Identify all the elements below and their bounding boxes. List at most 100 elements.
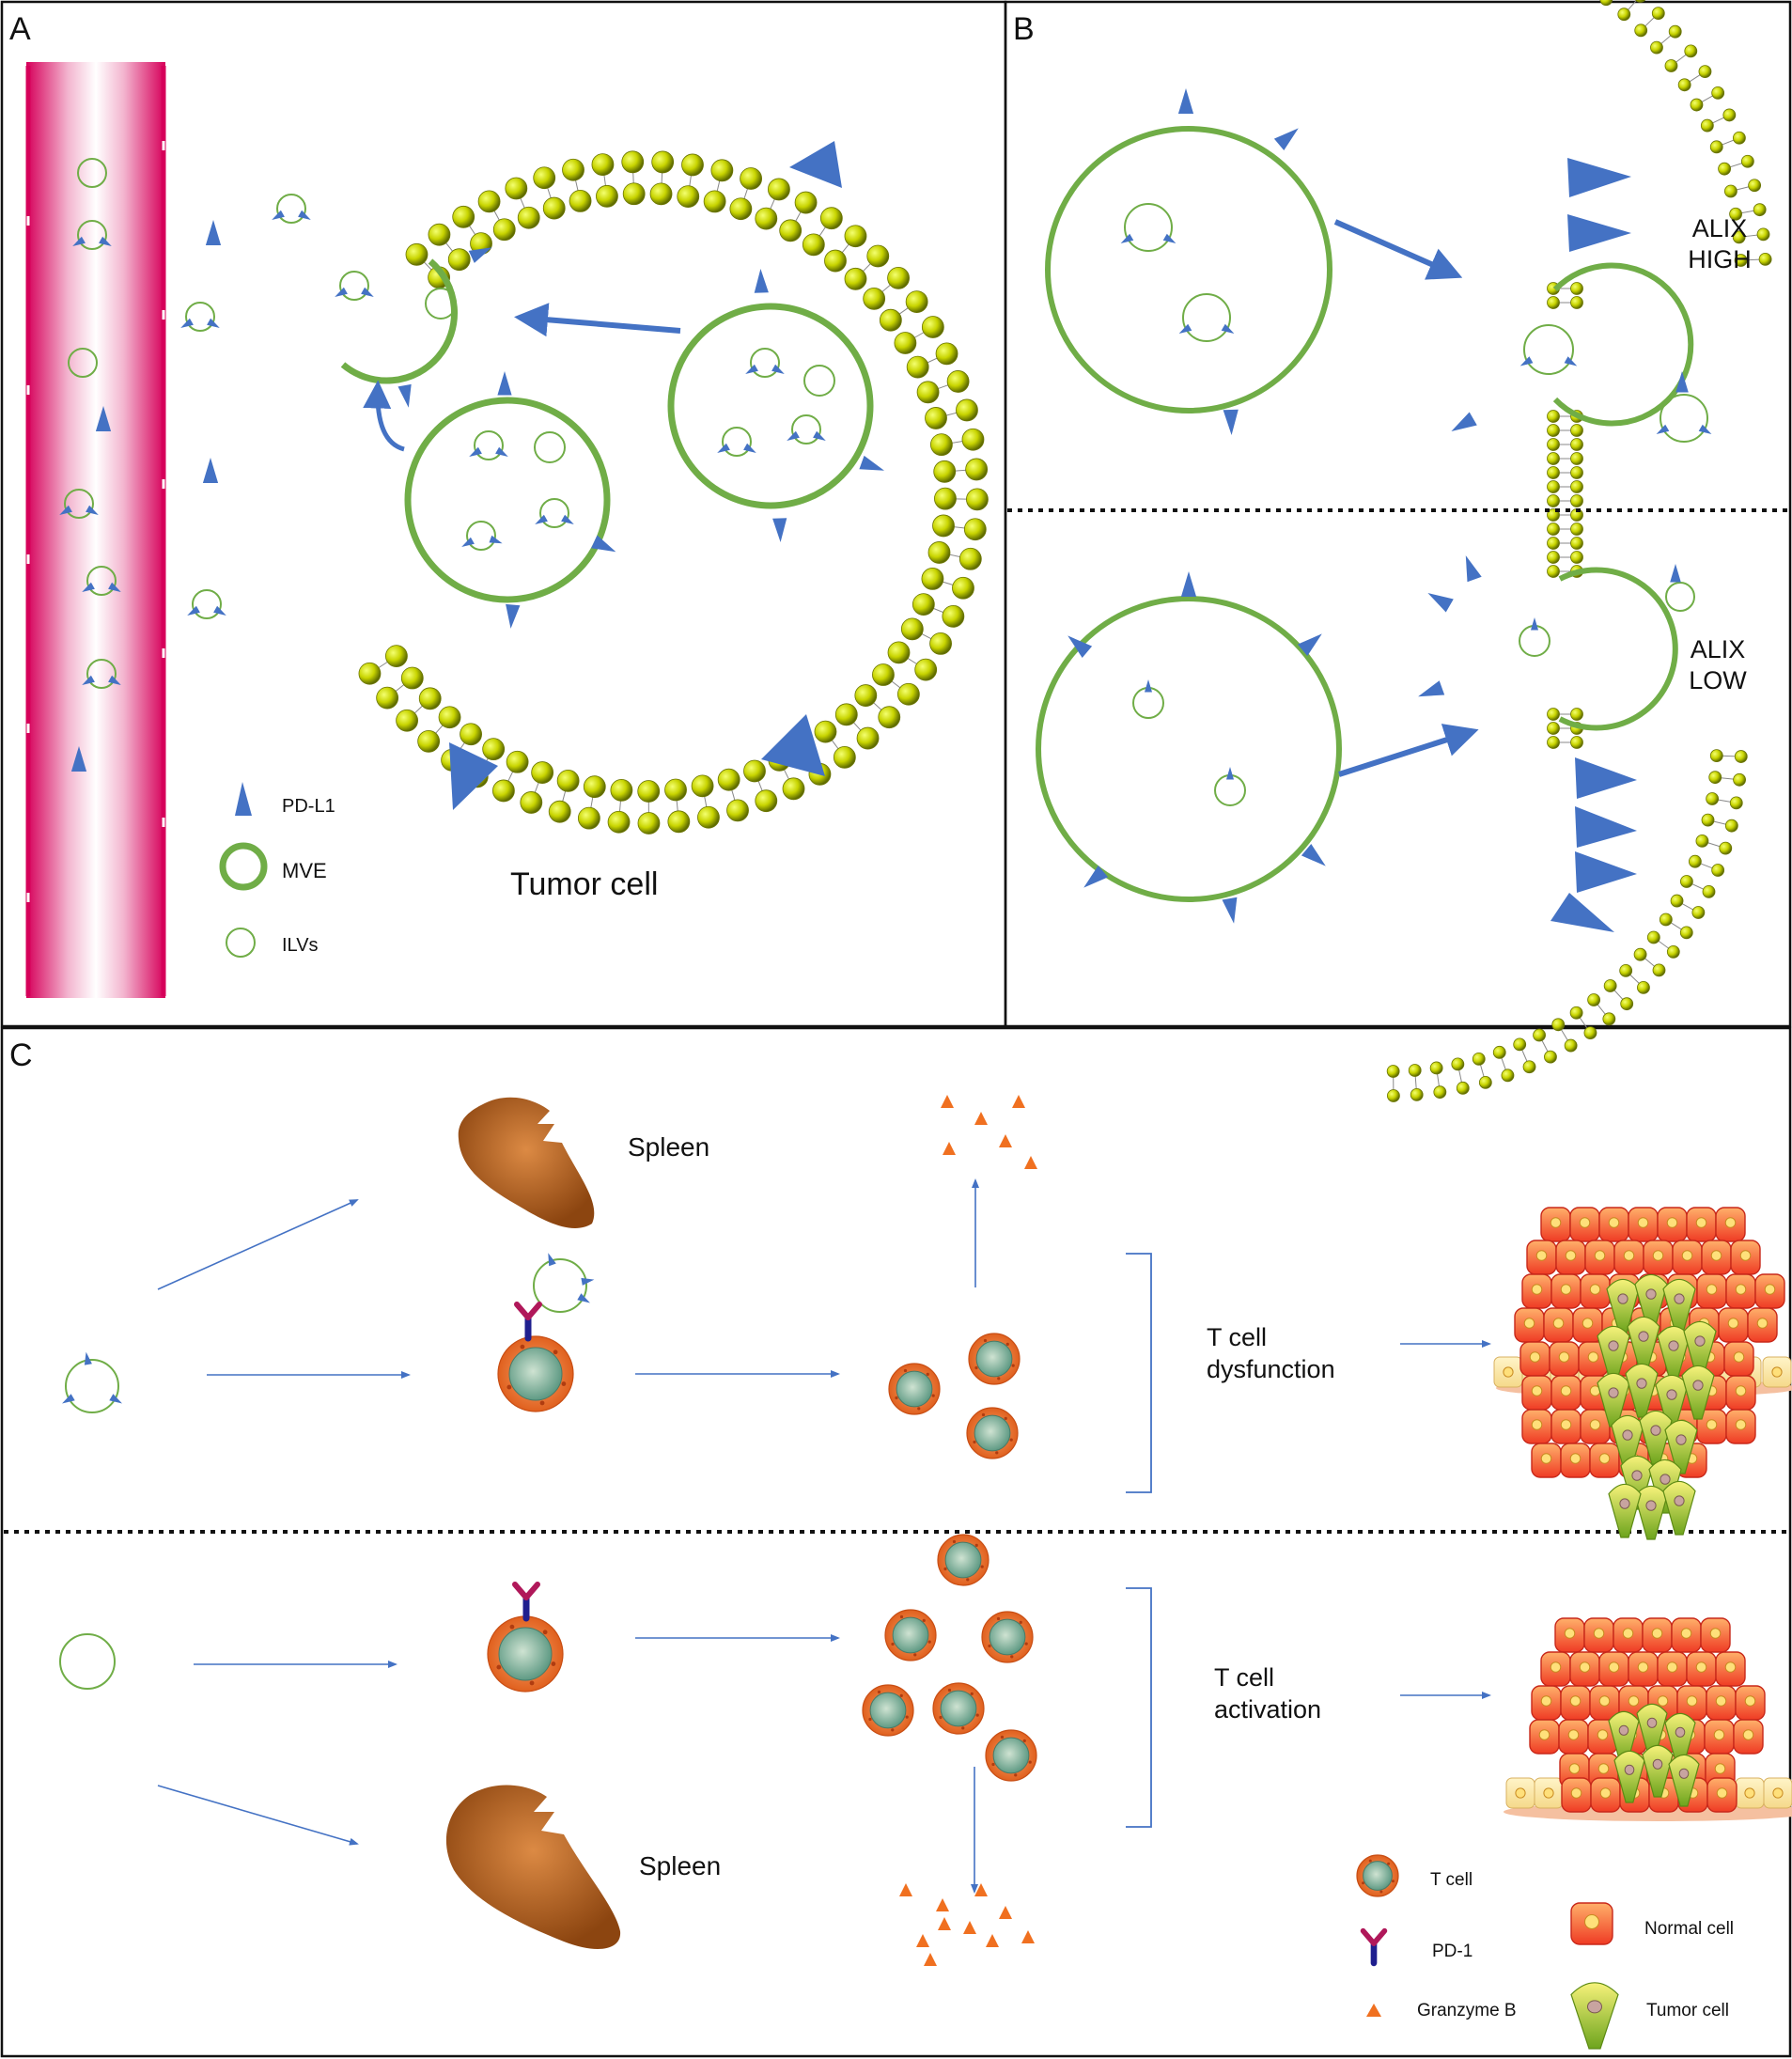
pdl1-icon	[187, 605, 200, 616]
exosome	[77, 220, 107, 250]
tcell-dot	[996, 1616, 1001, 1621]
alix-low-line1: ALIX	[1691, 635, 1746, 663]
tumor-cell-nucleus	[1692, 1380, 1704, 1391]
tcell-dot	[917, 1407, 921, 1411]
pdl1-icon	[1180, 571, 1197, 597]
lipid-head	[1564, 1038, 1578, 1053]
lipid-head	[1698, 65, 1712, 79]
tumor-cell	[1625, 1363, 1659, 1418]
lipid-head	[649, 182, 673, 206]
tcell-dot	[1368, 1859, 1372, 1863]
normal-cell-nucleus	[1535, 1250, 1548, 1261]
lipid-head	[1719, 841, 1733, 855]
lipid-head	[1617, 8, 1631, 22]
lipid-head	[621, 150, 645, 174]
tumor-cell-body	[1639, 1410, 1673, 1465]
lipid-head	[583, 775, 606, 799]
pd1-arm	[512, 1582, 529, 1600]
tumor-cell-nucleus	[1645, 1500, 1657, 1511]
tcell-icon	[937, 1534, 989, 1586]
lipid-head	[1570, 452, 1583, 465]
lipid-head	[961, 428, 985, 451]
normal-cell	[1587, 1719, 1618, 1755]
lipid-head	[802, 233, 825, 257]
tumor-cell-body	[1657, 1325, 1691, 1380]
tcell-dot	[903, 1368, 908, 1373]
tumor-cell-nucleus	[1675, 1434, 1687, 1445]
lipid-head	[887, 641, 911, 664]
tcell-nucleus	[940, 1690, 977, 1727]
lipid-head	[743, 759, 766, 783]
lipid-head	[607, 810, 631, 834]
pdl1-icon	[581, 1277, 595, 1286]
normal-cell	[1531, 1443, 1562, 1478]
basal-cell	[1763, 1777, 1792, 1809]
pdl1-icon	[859, 455, 884, 471]
lipid-head	[1688, 854, 1702, 868]
lipid-head	[517, 206, 540, 229]
pdl1-icon	[591, 535, 616, 553]
tcell-dot	[975, 1713, 979, 1717]
normal-cell-nucleus	[1568, 1763, 1581, 1774]
normal-cell	[1725, 1409, 1756, 1444]
tcell-dot	[922, 1618, 926, 1622]
lipid-head	[1522, 1060, 1536, 1074]
lipid-head	[542, 196, 566, 220]
panel-a: PD-L1 MVE ILVs Tumor cell	[25, 62, 989, 998]
tumor-cell-nucleus	[1624, 1764, 1635, 1775]
pd1-icon	[512, 1582, 540, 1622]
pdl1-icon	[813, 430, 826, 441]
lipid-head	[905, 290, 928, 313]
tumor-cell	[1570, 1982, 1619, 2050]
exosome	[534, 431, 566, 463]
pdl1-icon	[1221, 323, 1235, 334]
tcell-nucleus	[896, 1370, 933, 1408]
normal-cell	[1718, 1307, 1749, 1343]
normal-cell-nucleus	[1540, 1695, 1552, 1707]
tumor-cell-body	[1597, 1325, 1630, 1380]
lipid-head	[755, 207, 778, 230]
lipid-head	[1386, 1065, 1400, 1078]
exosome	[64, 489, 94, 519]
normal-cell	[1583, 1617, 1614, 1653]
normal-cell	[1747, 1307, 1778, 1343]
normal-cell-nucleus	[1598, 1695, 1611, 1707]
spleen-top-label: Spleen	[628, 1132, 709, 1162]
lipid-head	[755, 789, 778, 813]
granzyme-icon	[974, 1883, 988, 1896]
tcell-dot	[561, 1381, 567, 1386]
bracket	[1126, 1587, 1152, 1828]
pdl1-icon	[449, 742, 498, 810]
lipid-head	[385, 645, 408, 668]
exosome	[68, 348, 98, 378]
normal-cell-nucleus	[1560, 1284, 1572, 1295]
tumor-cell	[1662, 1278, 1696, 1334]
normal-cell	[1560, 1443, 1591, 1478]
pdl1-icon	[1575, 851, 1637, 893]
lipid-head	[1650, 40, 1663, 55]
lipid-head	[1570, 537, 1583, 550]
lipid-head	[879, 308, 902, 332]
lipid-head	[1711, 864, 1725, 877]
normal-cell-nucleus	[1560, 1419, 1572, 1430]
pdl1-icon	[1120, 233, 1134, 243]
normal-cell-nucleus	[1622, 1628, 1634, 1639]
tcell-dot	[1011, 1364, 1015, 1367]
pdl1-icon	[535, 514, 548, 524]
normal-cell	[1569, 1207, 1600, 1242]
pdl1-icon	[1083, 866, 1109, 888]
tcell-dot	[931, 1394, 935, 1397]
pdl1-icon	[84, 1351, 92, 1365]
lipid-head	[1651, 7, 1665, 21]
lipid-head	[916, 381, 940, 404]
pdl1-icon	[1162, 233, 1176, 243]
normal-cell-nucleus	[1686, 1695, 1698, 1707]
basal-cell	[1762, 1356, 1792, 1388]
tumor-cell	[1681, 1365, 1715, 1420]
pdl1-icon	[86, 505, 99, 515]
panel-b-exosomes	[1067, 88, 1712, 924]
normal-cell-nucleus	[1540, 1453, 1552, 1464]
exosome	[1124, 203, 1173, 252]
bracket	[1126, 1253, 1152, 1493]
lipid-head	[1456, 1081, 1470, 1095]
